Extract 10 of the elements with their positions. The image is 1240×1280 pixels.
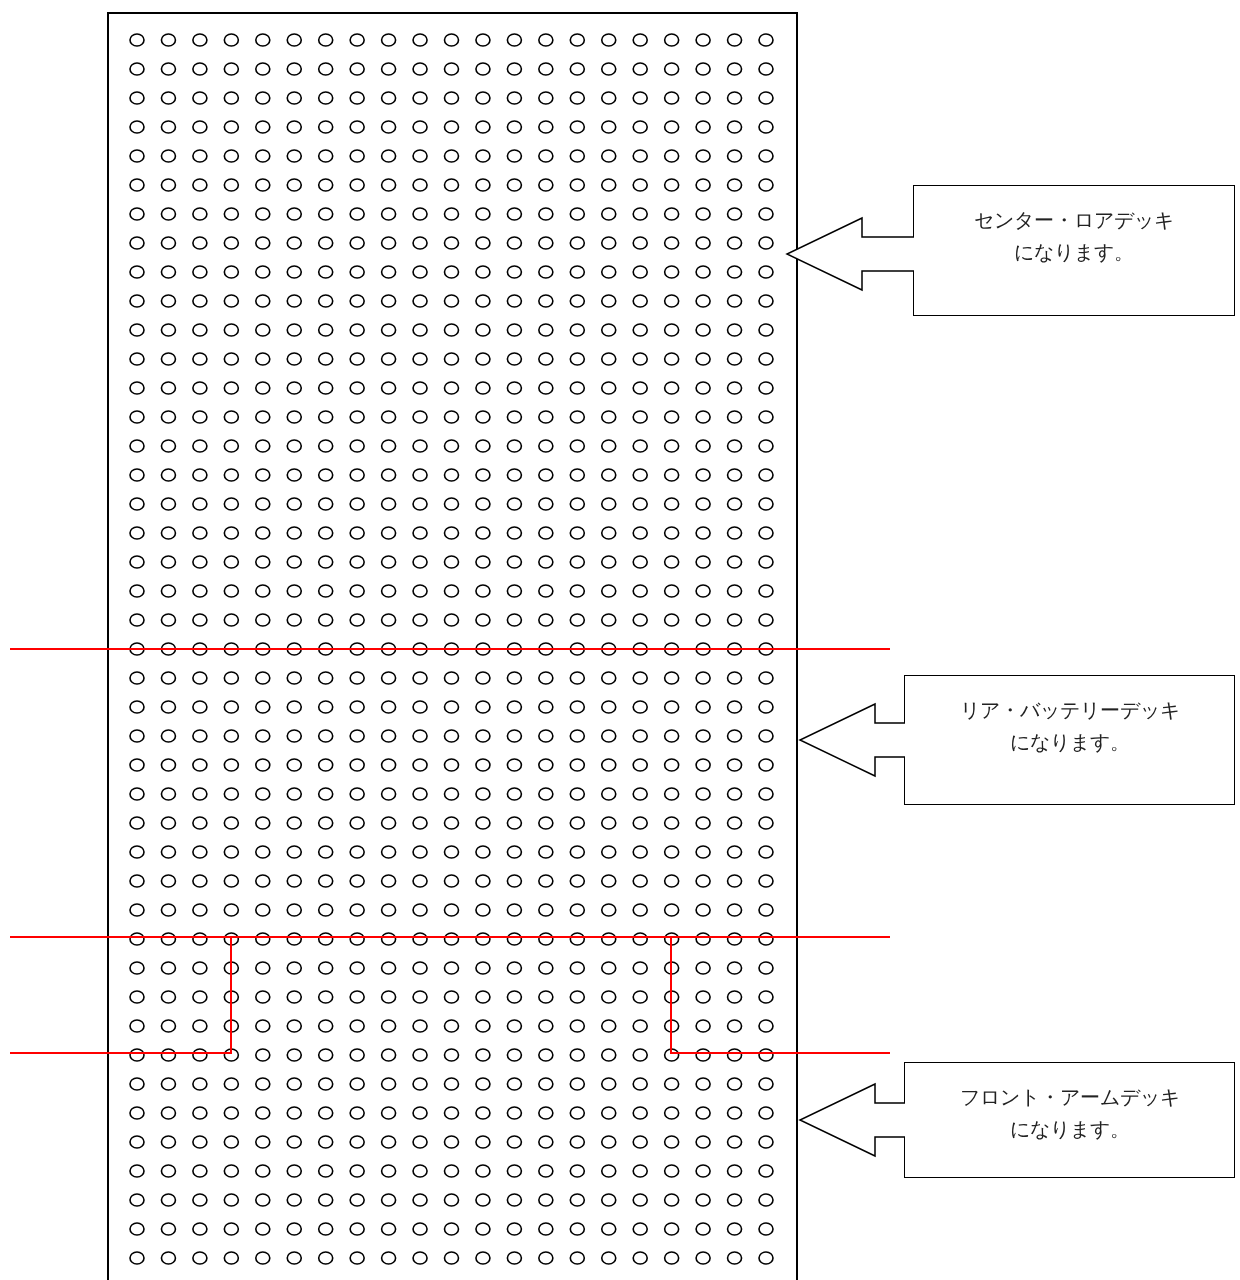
callout-box <box>904 675 1235 805</box>
callout-text: フロント・アームデッキになります。 <box>958 1084 1181 1143</box>
callout-box <box>904 1062 1235 1178</box>
callout-text: センター・ロアデッキになります。 <box>973 207 1175 266</box>
perforated-plate-drawing <box>107 12 798 1280</box>
callout-text: リア・バッテリーデッキになります。 <box>958 697 1181 756</box>
callout-box <box>913 185 1235 316</box>
block-arrow <box>798 1082 906 1158</box>
block-arrow <box>798 702 906 778</box>
block-arrow <box>785 216 915 292</box>
